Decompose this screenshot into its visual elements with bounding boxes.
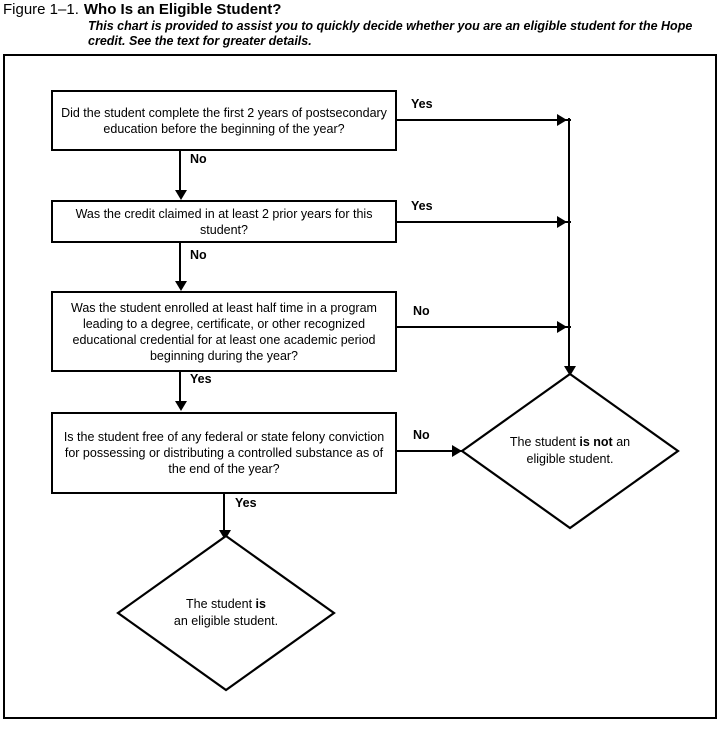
connector-box4-yes-arrow-icon bbox=[219, 530, 231, 540]
figure-title: Who Is an Eligible Student? bbox=[83, 1, 282, 18]
flowchart-frame: Did the student complete the first 2 yea… bbox=[3, 54, 717, 719]
outcome-line2: eligible student. bbox=[526, 452, 614, 466]
connector-right-trunk-arrow-icon bbox=[564, 366, 576, 376]
outcome-line2: an eligible student. bbox=[173, 614, 279, 628]
outcome-line1-post: an bbox=[612, 435, 631, 449]
figure-heading: Figure 1–1.Who Is an Eligible Student? bbox=[3, 1, 281, 18]
outcome-diamond-not-eligible-label: The student is not an eligible student. bbox=[460, 372, 680, 530]
connector-box1-yes-line bbox=[397, 119, 571, 121]
decision-box-felony-conviction: Is the student free of any federal or st… bbox=[51, 412, 397, 494]
connector-box4-no-arrow-icon bbox=[452, 445, 462, 457]
connector-box3-no-line bbox=[397, 326, 571, 328]
connector-box4-yes-line bbox=[223, 494, 225, 534]
edge-label-box2-yes: Yes bbox=[411, 199, 433, 213]
diamond-shape-icon bbox=[460, 372, 680, 530]
outcome-line1-strong: is bbox=[255, 597, 266, 611]
edge-label-box3-yes: Yes bbox=[190, 372, 212, 386]
connector-box1-yes-arrow-icon bbox=[557, 114, 567, 126]
connector-box3-yes-line bbox=[179, 372, 181, 403]
diamond-shape-icon bbox=[116, 534, 336, 692]
outcome-line1-pre: The student bbox=[186, 597, 256, 611]
decision-box-first-two-years: Did the student complete the first 2 yea… bbox=[51, 90, 397, 151]
decision-box-text: Was the credit claimed in at least 2 pri… bbox=[75, 206, 373, 237]
connector-right-trunk-line bbox=[568, 118, 570, 370]
edge-label-box4-yes: Yes bbox=[235, 496, 257, 510]
outcome-diamond-not-eligible: The student is not an eligible student. bbox=[460, 372, 680, 530]
edge-label-box4-no: No bbox=[413, 428, 430, 442]
connector-box4-no-line bbox=[397, 450, 465, 452]
decision-box-text: Is the student free of any federal or st… bbox=[63, 430, 385, 476]
figure-number: Figure 1–1. bbox=[3, 1, 79, 18]
decision-box-enrolled-half-time: Was the student enrolled at least half t… bbox=[51, 291, 397, 372]
connector-box2-yes-arrow-icon bbox=[557, 216, 567, 228]
connector-box2-no-line bbox=[179, 243, 181, 283]
edge-label-box3-no: No bbox=[413, 304, 430, 318]
edge-label-box1-no: No bbox=[190, 152, 207, 166]
outcome-line1-strong: is not bbox=[579, 435, 613, 449]
connector-box3-yes-arrow-icon bbox=[175, 401, 187, 411]
connector-box2-no-arrow-icon bbox=[175, 281, 187, 291]
edge-label-box2-no: No bbox=[190, 248, 207, 262]
figure-caption: Figure 1–1.Who Is an Eligible Student? T… bbox=[0, 0, 721, 52]
decision-box-text: Was the student enrolled at least half t… bbox=[71, 300, 377, 363]
outcome-line1-pre: The student bbox=[509, 435, 580, 449]
connector-box1-no-line bbox=[179, 151, 181, 192]
outcome-diamond-eligible-label: The student is an eligible student. bbox=[116, 534, 336, 692]
decision-box-claimed-prior-years: Was the credit claimed in at least 2 pri… bbox=[51, 200, 397, 243]
figure-description: This chart is provided to assist you to … bbox=[88, 19, 693, 48]
connector-box1-no-arrow-icon bbox=[175, 190, 187, 200]
connector-box3-no-arrow-icon bbox=[557, 321, 567, 333]
edge-label-box1-yes: Yes bbox=[411, 97, 433, 111]
decision-box-text: Did the student complete the first 2 yea… bbox=[61, 105, 387, 136]
outcome-diamond-eligible: The student is an eligible student. bbox=[116, 534, 336, 692]
connector-box2-yes-line bbox=[397, 221, 571, 223]
